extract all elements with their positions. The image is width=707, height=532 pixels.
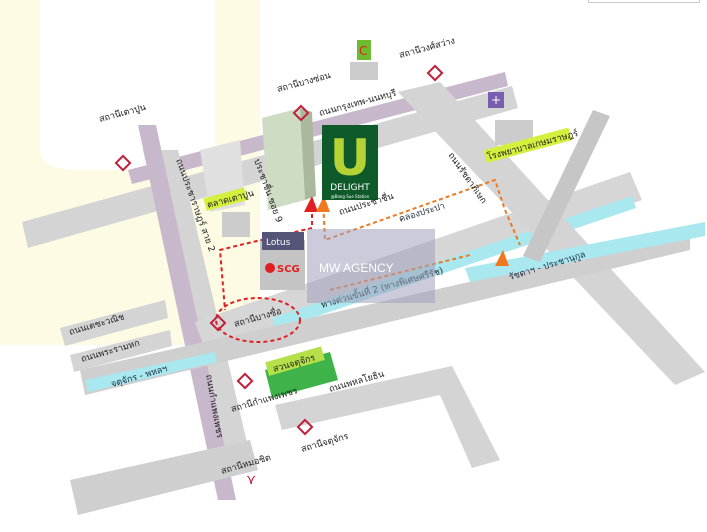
hospital-icon [488, 92, 504, 108]
scg-icon [265, 263, 275, 273]
road-rama6 [70, 330, 172, 372]
park-label-bg [265, 346, 325, 376]
watermark-text: MW AGENCY [319, 261, 394, 275]
mrt-line-left [138, 125, 236, 500]
logo-subtitle: @Bang Sue Station [331, 194, 370, 199]
delight-logo: U DELIGHT @Bang Sue Station [322, 125, 378, 200]
label-chatuchak-station: สถานีจตุจักร [300, 431, 350, 455]
logo-letter: U [330, 129, 371, 187]
arrow-orange-icon [316, 196, 330, 212]
big-c-building [350, 62, 378, 80]
route-red [218, 200, 313, 311]
mrt-icon-kamphaeng-phet [236, 372, 254, 390]
mrt-icons [114, 64, 444, 436]
label-tao-poon: สถานีเตาปูน [98, 102, 147, 125]
hospital-cross-icon: + [491, 93, 501, 107]
big-c-glyph: C [359, 44, 367, 58]
mrt-icon-wong-sawang [426, 64, 444, 82]
bang-sue-highlight [215, 297, 301, 343]
lotus-sign [262, 232, 304, 250]
hospital-label-bg [483, 127, 572, 163]
road-bottom [70, 440, 258, 515]
chatuchak-park [265, 352, 338, 398]
label-bang-son: สถานีบางซ่อน [276, 70, 332, 95]
big-c-icon [357, 40, 371, 60]
mrt-icon-bang-son [292, 104, 310, 122]
mrt-icon-chatuchak [296, 418, 314, 436]
bts-icon: ⋎ [246, 472, 256, 488]
market-label-bg [203, 187, 248, 211]
arrow-orange-ratchada-icon [495, 250, 509, 266]
condo-building-side [300, 108, 316, 200]
flyover [523, 110, 610, 262]
scg-label: SCG [277, 264, 300, 275]
expressway-cyan-band [85, 352, 217, 392]
expressway [80, 232, 690, 395]
condo-building [262, 108, 305, 210]
market-building [222, 212, 250, 237]
road-techawanich [60, 300, 168, 346]
road-phahonyothin [275, 366, 500, 468]
mrt-icon-tao-poon [114, 154, 132, 172]
watermark-box: MW AGENCY [307, 229, 435, 303]
route-orange [322, 178, 521, 246]
logo-name: DELIGHT [330, 183, 370, 193]
ratchada-cyan-band [465, 222, 705, 282]
arrow-red-icon [304, 196, 318, 212]
mrt-icon-bang-sue [209, 314, 227, 332]
label-wong-sawang: สถานีวงศ์สว่าง [398, 34, 456, 60]
lotus-label: Lotus [266, 238, 291, 248]
frame-edge [588, 0, 700, 3]
